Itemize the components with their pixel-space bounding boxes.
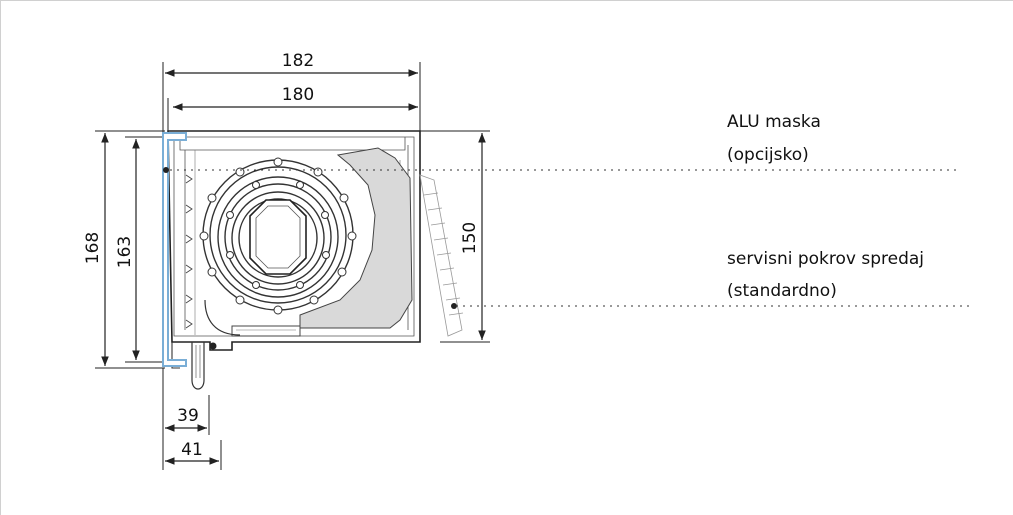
dimension-163-label: 163 (115, 236, 135, 268)
dimension-150-label: 150 (460, 222, 480, 254)
dimension-168-label: 168 (83, 232, 103, 264)
dimension-41-label: 41 (181, 440, 203, 460)
service-cover-sublabel: (standardno) (727, 281, 837, 301)
frame-left-border (0, 0, 1, 515)
roller-box-profile (167, 130, 421, 390)
alu-mask-marker-dot (163, 167, 169, 173)
dimension-39-label: 39 (177, 406, 199, 426)
dimension-left-inner: 163 (115, 136, 165, 363)
service-cover-open-ghost (419, 174, 464, 337)
service-cover-marker-dot (451, 303, 457, 309)
dimension-180-label: 180 (282, 85, 314, 105)
alu-mask-sublabel: (opcijsko) (727, 145, 809, 165)
dimension-right-height: 150 (420, 130, 490, 343)
dimension-182-label: 182 (282, 51, 314, 71)
service-cover-label: servisni pokrov spredaj (727, 249, 924, 269)
dimension-top-outer: 182 (162, 51, 421, 138)
alu-mask-label: ALU maska (727, 112, 821, 132)
frame-top-border (0, 0, 1013, 1)
dimension-top-inner: 180 (167, 85, 418, 138)
dimension-bottom-inner: 39 (162, 368, 210, 470)
dimension-bottom-outer: 41 (165, 440, 222, 470)
alu-mask-profile (162, 132, 187, 367)
dimension-left-outer: 168 (83, 130, 165, 369)
